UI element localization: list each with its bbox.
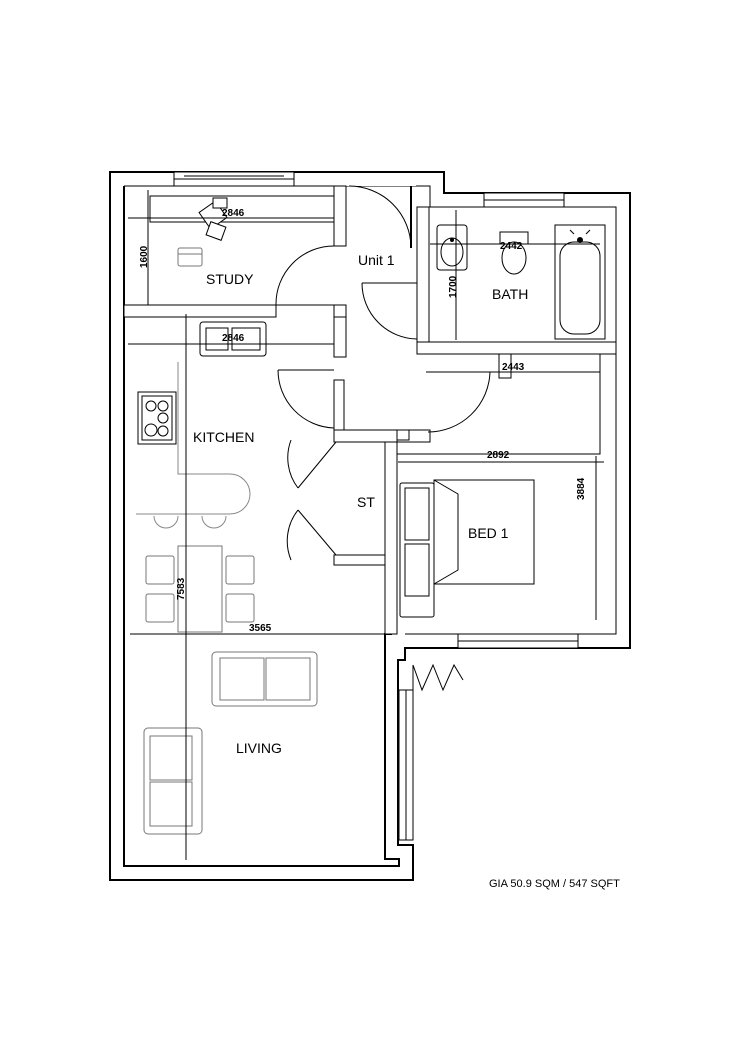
- room-label-bed: BED 1: [468, 525, 509, 541]
- dimension-texts: 2846 1600 2846 2442 1700 2443 2892 3884 …: [139, 208, 587, 634]
- study-window: [173, 171, 295, 187]
- living-armchair: [143, 727, 203, 835]
- study-width-dim: 2846: [222, 208, 245, 219]
- room-label-store: ST: [357, 494, 375, 510]
- study-door: [275, 245, 335, 306]
- kitchen-counter: [136, 362, 251, 515]
- kitchen-door: [277, 369, 335, 429]
- room-label-living: LIVING: [236, 740, 282, 756]
- bath-width-dim: 2442: [500, 241, 523, 252]
- kitchen-living-depth-dim: 7583: [176, 577, 187, 600]
- patio-doors: [412, 663, 464, 692]
- kitchen-width-dim: 2846: [222, 333, 245, 344]
- living-width-dim: 3565: [249, 623, 272, 634]
- area-summary: GIA 50.9 SQM / 547 SQFT: [489, 878, 620, 890]
- internal-walls: [123, 185, 617, 635]
- entrance-door: [346, 176, 416, 249]
- bed: [399, 479, 535, 618]
- living-sofa: [211, 651, 318, 707]
- room-labels: STUDY Unit 1 BATH KITCHEN ST BED 1 LIVIN…: [193, 252, 528, 756]
- dining-table: [145, 545, 255, 633]
- bath-door: [361, 282, 418, 340]
- bed-window: [457, 633, 579, 649]
- bath-window: [483, 192, 565, 208]
- store-doors: [286, 439, 337, 561]
- bed-depth-dim: 3884: [576, 477, 587, 500]
- bar-stools: [153, 515, 227, 529]
- study-depth-dim: 1600: [139, 245, 150, 268]
- hall-width-dim: 2443: [502, 362, 525, 373]
- room-label-bath: BATH: [492, 286, 528, 302]
- living-window: [398, 689, 414, 841]
- bed-width-dim: 2892: [487, 450, 510, 461]
- kitchen-hob: [137, 391, 177, 445]
- room-label-unit: Unit 1: [358, 252, 395, 268]
- bath-depth-dim: 1700: [448, 275, 459, 298]
- dimension-lines: [128, 190, 604, 860]
- room-label-kitchen: KITCHEN: [193, 429, 254, 445]
- room-label-study: STUDY: [206, 271, 254, 287]
